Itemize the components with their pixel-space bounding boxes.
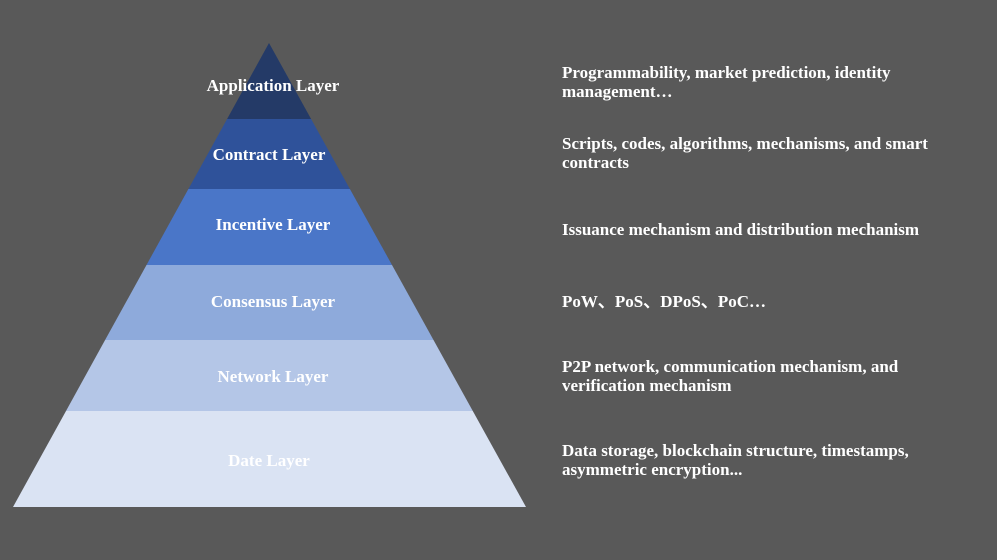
incentive-layer-description: Issuance mechanism and distribution mech… — [562, 220, 920, 239]
application-layer-label: Application Layer — [207, 76, 340, 95]
consensus-layer-description: PoW、PoS、DPoS、PoC… — [562, 292, 766, 311]
contract-layer-description: Scripts, codes, algorithms, mechanisms, … — [562, 134, 928, 172]
consensus-layer-segment — [105, 265, 434, 340]
network-layer-segment — [66, 340, 473, 411]
contract-layer-label: Contract Layer — [213, 145, 326, 164]
consensus-layer-label: Consensus Layer — [211, 292, 336, 311]
date-layer-segment — [13, 411, 526, 507]
network-layer-label: Network Layer — [218, 367, 329, 386]
application-layer-description: Programmability, market prediction, iden… — [562, 63, 891, 101]
date-layer-label: Date Layer — [228, 451, 310, 470]
network-layer-description: P2P network, communication mechanism, an… — [562, 357, 899, 395]
incentive-layer-segment — [146, 189, 392, 265]
incentive-layer-label: Incentive Layer — [216, 215, 331, 234]
application-layer-segment — [227, 43, 312, 119]
contract-layer-segment — [188, 119, 350, 189]
date-layer-description: Data storage, blockchain structure, time… — [562, 441, 909, 479]
